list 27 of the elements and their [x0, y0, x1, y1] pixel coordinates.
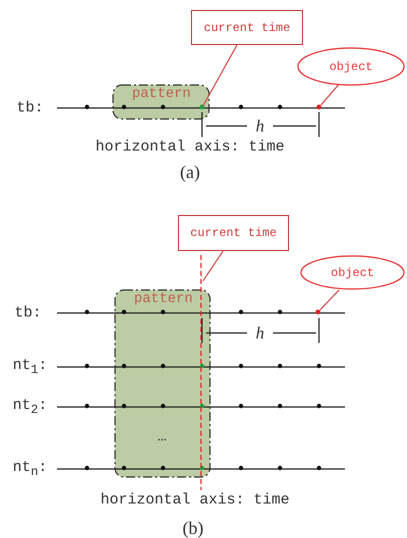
callout-ellipse: object [297, 47, 405, 86]
leader-line [320, 290, 340, 310]
leader-line [202, 44, 238, 106]
current-time-line [200, 255, 202, 490]
pattern-region [112, 84, 210, 120]
row-label: nt$_{n}$: [12, 460, 48, 478]
panel-label: (a) [180, 163, 200, 181]
row-label: tb: [14, 306, 42, 320]
callout-box: current time [178, 215, 289, 251]
ellipsis-label: … [158, 430, 166, 444]
leader-line [202, 250, 224, 282]
pattern-region [114, 289, 211, 478]
region-label: pattern [132, 86, 191, 102]
dimension-label: h [256, 324, 264, 342]
region-label: pattern [134, 291, 193, 307]
marked-point [316, 310, 320, 314]
marked-point [316, 104, 322, 110]
dimension-label: h [256, 118, 264, 134]
panel-label: (b) [182, 519, 204, 537]
row-label: tb: [16, 100, 44, 116]
row-label: nt$_{1}$: [12, 358, 48, 376]
axis-caption: horizontal axis: time [100, 492, 290, 508]
axis-caption: horizontal axis: time [95, 140, 285, 154]
callout-box: current time [191, 10, 303, 45]
row-label: nt$_{2}$: [12, 398, 48, 416]
callout-ellipse: object [300, 255, 405, 290]
leader-line [320, 82, 340, 106]
